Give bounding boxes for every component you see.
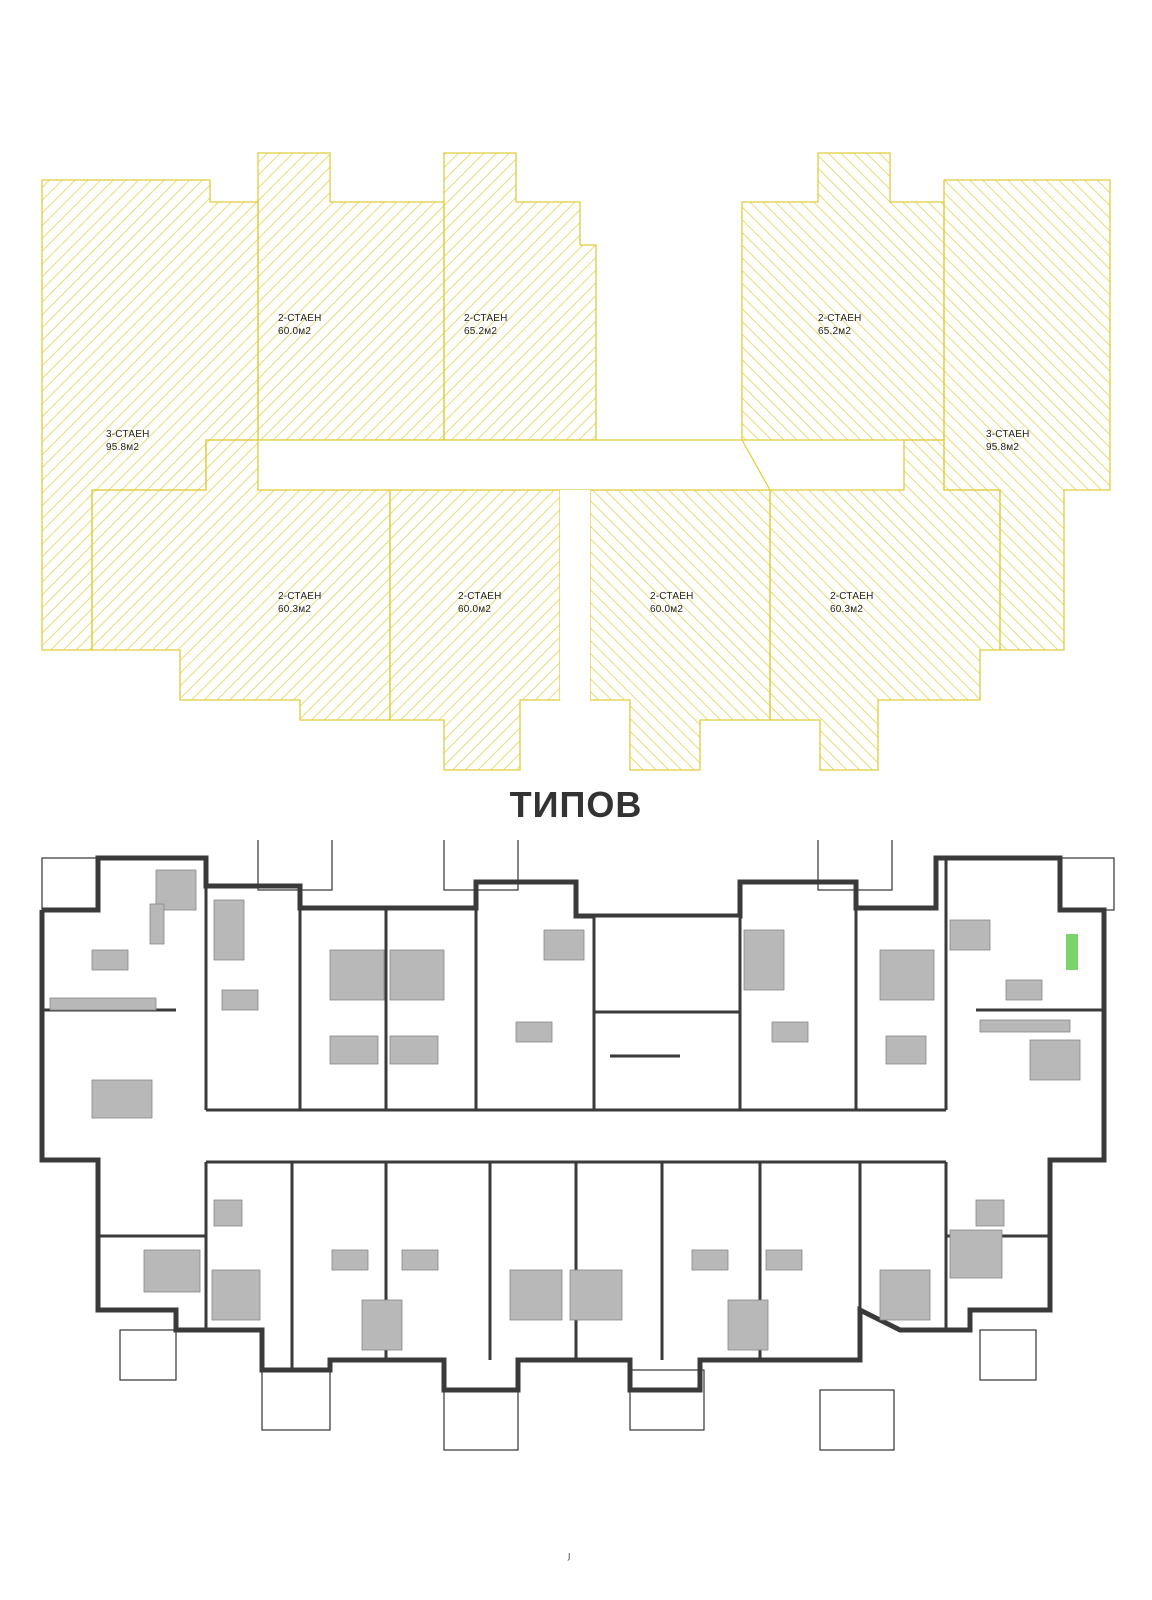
balcony — [819, 1389, 895, 1451]
zone-unit-2room-upper-midright — [741, 152, 945, 441]
dining-table — [765, 1249, 803, 1271]
balcony — [629, 1369, 705, 1431]
zone-unit-2room-upper-midleft — [443, 152, 597, 441]
sofa — [543, 929, 585, 961]
dining-table — [401, 1249, 439, 1271]
kitchen-counter — [979, 1019, 1071, 1033]
dining-table — [91, 949, 129, 971]
bed — [879, 1269, 931, 1321]
dining-table — [771, 1021, 809, 1043]
balcony — [443, 1389, 519, 1451]
bed — [143, 1249, 201, 1293]
zone-unit-2room-upper-left — [257, 152, 445, 441]
bed — [91, 1079, 153, 1119]
bed — [329, 949, 385, 1001]
dining-table — [331, 1249, 369, 1271]
bed — [509, 1269, 563, 1321]
bathroom — [389, 1035, 439, 1065]
bed — [569, 1269, 623, 1321]
balcony — [261, 1369, 331, 1431]
apartment-zone-plan — [41, 152, 1111, 771]
sofa — [361, 1299, 403, 1351]
sofa — [949, 919, 991, 951]
balcony — [257, 840, 333, 891]
zone-unit-2room-lower-midleft — [389, 489, 561, 771]
bed — [879, 949, 935, 1001]
dining-table — [221, 989, 259, 1011]
sofa — [155, 869, 197, 911]
corridor — [176, 1110, 976, 1160]
balcony — [41, 857, 99, 911]
bed — [211, 1269, 261, 1321]
balcony — [1059, 857, 1115, 911]
balcony — [119, 1329, 177, 1381]
balcony — [979, 1329, 1037, 1381]
bed — [389, 949, 445, 1001]
sofa — [213, 899, 245, 961]
sofa — [727, 1299, 769, 1351]
bathroom — [213, 1199, 243, 1227]
plant-accent — [1066, 934, 1078, 970]
plan-title: ТИПОВ — [509, 784, 643, 825]
bathroom — [329, 1035, 379, 1065]
zone-unit-2room-lower-right — [769, 439, 1001, 771]
bathroom — [975, 1199, 1005, 1227]
dining-table — [1005, 979, 1043, 1001]
kitchen-counter — [49, 997, 157, 1011]
bed — [949, 1229, 1003, 1279]
sofa — [743, 929, 785, 991]
zone-unit-2room-lower-midright — [589, 489, 771, 771]
bed — [1029, 1039, 1081, 1081]
kitchen-counter — [149, 903, 165, 945]
dining-table — [691, 1249, 729, 1271]
bathroom — [885, 1035, 927, 1065]
typical-floor-plan — [39, 840, 1115, 1451]
page-marker: J — [568, 1552, 571, 1561]
dining-table — [515, 1021, 553, 1043]
